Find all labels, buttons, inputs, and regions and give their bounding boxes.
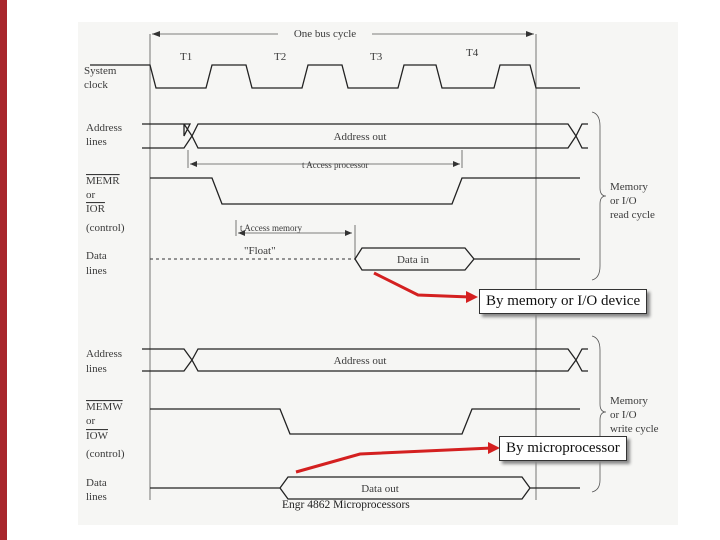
- footer-text: Engr 4862 Microprocessors: [282, 499, 410, 511]
- accent-bar: [0, 0, 7, 540]
- read-cycle-label-1: Memory: [610, 181, 648, 193]
- clock-label-1: System: [84, 65, 117, 77]
- read-callout: By memory or I/O device: [479, 289, 648, 314]
- read-address-out: Address out: [334, 131, 387, 143]
- write-address-out: Address out: [334, 355, 387, 367]
- memr-label: MEMR: [86, 175, 120, 187]
- state-t3: T3: [370, 51, 383, 63]
- read-address-label-1: Address: [86, 122, 122, 134]
- write-data-bus: [150, 476, 580, 500]
- ior-label: IOR: [86, 203, 106, 215]
- read-address-bus: [142, 123, 588, 149]
- write-callout-arrow: [295, 442, 500, 474]
- read-cycle-label-2: or I/O: [610, 195, 637, 207]
- write-or-label: or: [86, 415, 96, 427]
- write-control-label: (control): [86, 448, 125, 460]
- read-data-bus: [354, 247, 580, 271]
- read-address-label-2: lines: [86, 136, 107, 148]
- timing-guides: [149, 62, 537, 500]
- write-address-label-1: Address: [86, 348, 122, 360]
- write-cycle-label-2: or I/O: [610, 409, 637, 421]
- t-access-memory: t Access memory: [240, 223, 302, 233]
- read-data-in: Data in: [397, 254, 430, 266]
- memw-label: MEMW: [86, 401, 123, 413]
- t-access-processor: t Access processor: [302, 160, 368, 170]
- write-address-label-2: lines: [86, 363, 107, 375]
- read-data-label-1: Data: [86, 250, 107, 262]
- memw-waveform: [150, 408, 580, 435]
- write-cycle-brace: [591, 335, 607, 493]
- write-data-label-1: Data: [86, 477, 107, 489]
- write-callout: By microprocessor: [499, 436, 627, 461]
- write-cycle-label-1: Memory: [610, 395, 648, 407]
- read-callout-arrow: [373, 271, 478, 303]
- clock-waveform: [90, 64, 580, 89]
- iow-label: IOW: [86, 430, 109, 442]
- memr-waveform: [150, 177, 580, 205]
- read-control-label: (control): [86, 222, 125, 234]
- read-cycle-label-3: read cycle: [610, 209, 655, 221]
- bus-cycle-label: One bus cycle: [294, 28, 356, 40]
- read-data-label-2: lines: [86, 265, 107, 277]
- bus-cycle-span: One bus cycle: [149, 28, 537, 62]
- clock-label-2: clock: [84, 79, 108, 91]
- state-t4: T4: [466, 47, 479, 59]
- write-address-bus: [142, 348, 588, 372]
- state-t1: T1: [180, 51, 192, 63]
- read-cycle-brace: [591, 111, 607, 281]
- read-or-label: or: [86, 189, 96, 201]
- state-t2: T2: [274, 51, 286, 63]
- write-data-out: Data out: [361, 483, 399, 495]
- write-data-label-2: lines: [86, 491, 107, 503]
- write-cycle-label-3: write cycle: [610, 423, 659, 435]
- float-label: "Float": [244, 245, 276, 257]
